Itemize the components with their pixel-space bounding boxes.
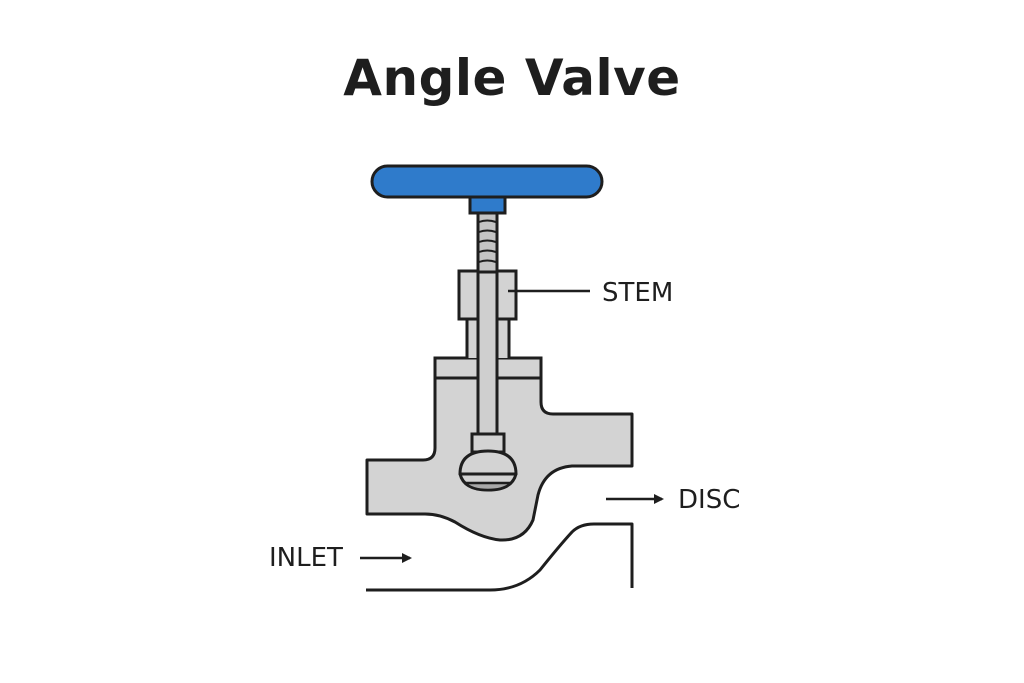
disc-holder <box>470 432 506 454</box>
flow-path <box>366 522 634 592</box>
stem-shaft <box>476 256 499 440</box>
inlet-label: INLET <box>269 543 343 573</box>
handwheel-hub <box>468 194 507 215</box>
disc-label: DISC <box>678 485 741 515</box>
stem-threads <box>478 219 497 263</box>
diagram-title: Angle Valve <box>343 49 681 107</box>
seat <box>463 481 513 492</box>
stem-label: STEM <box>602 278 674 308</box>
disc <box>458 449 518 476</box>
handwheel[interactable] <box>370 164 604 199</box>
